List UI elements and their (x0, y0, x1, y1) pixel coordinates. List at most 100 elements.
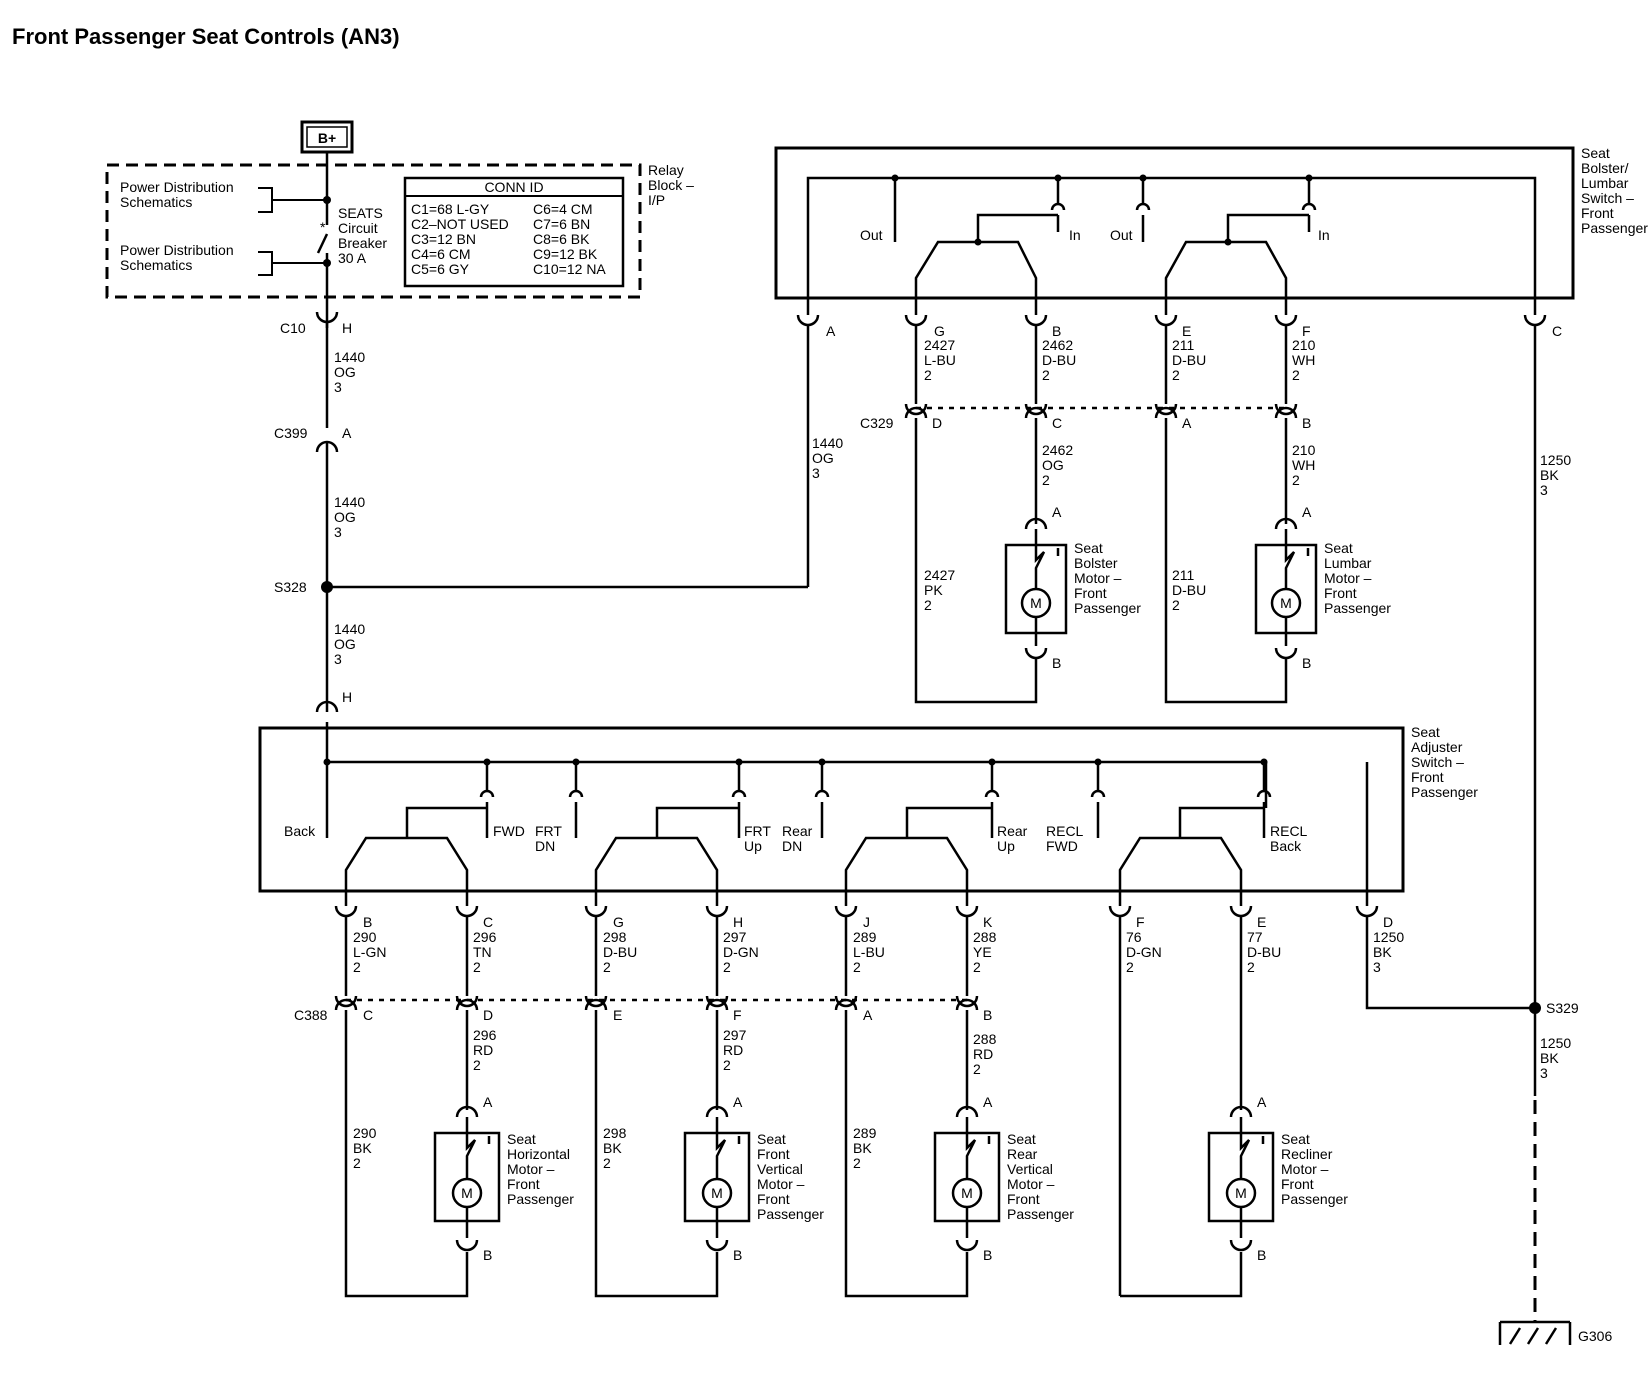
motor-label: Passenger (1074, 600, 1141, 616)
wire-label: 2 (924, 367, 932, 383)
wire-label: 2 (603, 959, 611, 975)
pin-label: B (483, 1247, 492, 1263)
motor-m-label: M (461, 1185, 473, 1201)
motor-label: Seat (1324, 540, 1353, 556)
wire-label: RD (723, 1042, 743, 1058)
motor-label: Rear (1007, 1146, 1038, 1162)
pin-label: B (363, 914, 372, 930)
wire-label: 290 (353, 929, 377, 945)
wire-label: 211 (1172, 567, 1195, 583)
c388-label: C388 (294, 1007, 328, 1023)
conn-id-table: CONN ID C1=68 L-GY C2–NOT USED C3=12 BN … (403, 176, 625, 288)
adjuster-h-pin: H (342, 689, 352, 705)
motor-label: Passenger (1281, 1191, 1348, 1207)
bolster-switch-label: Passenger (1581, 220, 1648, 236)
pin-label: E (1257, 914, 1266, 930)
wire-label: WH (1292, 352, 1315, 368)
wire-label: D-GN (723, 944, 759, 960)
wire-label: 2 (1042, 472, 1050, 488)
pin-label: D (483, 1007, 493, 1023)
wire-label: D-BU (603, 944, 637, 960)
pds2-line-2: Schematics (120, 257, 192, 273)
wire-label: 296 (473, 929, 497, 945)
breaker-line-1: SEATS (338, 205, 383, 221)
switch-rear-up-label: Rear (997, 823, 1028, 839)
relay-block-label-2: Block – (648, 177, 694, 193)
wire-label: PK (924, 582, 943, 598)
adjuster-switch-label: Switch – (1411, 754, 1464, 770)
conn-id-header: CONN ID (484, 179, 543, 195)
motor-label: Motor – (1074, 570, 1122, 586)
motor-m-label: M (961, 1185, 973, 1201)
wire-label: 1250 (1540, 452, 1571, 468)
seat-adjuster-switch-box (258, 726, 1405, 893)
bolster-switch-label: Bolster/ (1581, 160, 1629, 176)
motor-label: Front (507, 1176, 540, 1192)
motor-m-label: M (711, 1185, 723, 1201)
wire-label: 3 (334, 524, 342, 540)
motor-label: Passenger (757, 1206, 824, 1222)
wire-label: 210 (1292, 442, 1316, 458)
conn-id-c1: C1=68 L-GY (411, 201, 490, 217)
wire-label: 2 (473, 959, 481, 975)
adjuster-wire-labels: 290 L-GN 2 296 TN 2 298 D-BU 2 297 D-GN … (344, 916, 1404, 996)
motor-label: Seat (1281, 1131, 1310, 1147)
wire-label: 2 (1172, 367, 1180, 383)
pin-label: B (983, 1247, 992, 1263)
switch-fwd-label: FWD (493, 823, 525, 839)
wire-label: BK (353, 1140, 372, 1156)
switch-frt-dn-label: DN (535, 838, 555, 854)
bplus-label: B+ (318, 130, 336, 146)
s328-label: S328 (274, 579, 307, 595)
wire-label: 2 (1247, 959, 1255, 975)
seat-rear-vertical-motor: A M B Seat Rear Vertical Motor – Front P… (933, 1094, 1074, 1263)
wire-label: 288 (973, 1031, 997, 1047)
pin-label: B (1302, 655, 1311, 671)
seat-bolster-motor: A M B Seat Bolster Motor – Front Passeng… (1004, 504, 1141, 671)
wire-label: 1440 (334, 621, 365, 637)
bolster-switch-label: Front (1581, 205, 1614, 221)
pin-label: A (983, 1094, 993, 1110)
wire-label: 2 (353, 1155, 361, 1171)
breaker-line-2: Circuit (338, 220, 378, 236)
switch-recl-fwd-label: RECL (1046, 823, 1084, 839)
motor-label: Motor – (1324, 570, 1372, 586)
diagram-title: Front Passenger Seat Controls (AN3) (12, 24, 400, 49)
motor-label: Bolster (1074, 555, 1118, 571)
motor-label: Seat (507, 1131, 536, 1147)
motor-label: Seat (1074, 540, 1103, 556)
motor-m-label: M (1280, 595, 1292, 611)
wire-label: D-BU (1172, 352, 1206, 368)
wire-label: BK (1373, 944, 1392, 960)
wire-label: 289 (853, 929, 877, 945)
wire-label: BK (1540, 467, 1559, 483)
wire-label: 297 (723, 929, 747, 945)
wire-label: 296 (473, 1027, 497, 1043)
seat-front-vertical-motor: A M B Seat Front Vertical Motor – Front … (683, 1094, 824, 1263)
c399-pin: A (342, 425, 352, 441)
g306-label: G306 (1578, 1328, 1612, 1344)
wire-label: 77 (1247, 929, 1263, 945)
wire-label: OG (812, 450, 834, 466)
wire-label: 1440 (334, 349, 365, 365)
conn-id-c8: C8=6 BK (533, 231, 590, 247)
pds1-line-2: Schematics (120, 194, 192, 210)
wire-label: RD (973, 1046, 993, 1062)
wire-label: D-BU (1042, 352, 1076, 368)
wire-label: 211 (1172, 337, 1195, 353)
conn-id-c10: C10=12 NA (533, 261, 606, 277)
wire-label: 3 (334, 651, 342, 667)
wire-label: 3 (1540, 482, 1548, 498)
switch-out2-label: Out (1110, 227, 1133, 243)
motor-label: Lumbar (1324, 555, 1372, 571)
pin-label: A (1052, 504, 1062, 520)
wire-label: 2427 (924, 567, 955, 583)
wire-label: OG (1042, 457, 1064, 473)
pin-label: G (613, 914, 624, 930)
pin-label: A (863, 1007, 873, 1023)
motor-label: Vertical (757, 1161, 803, 1177)
wire-label: 2 (1042, 367, 1050, 383)
wire-label: YE (973, 944, 992, 960)
pin-label: A (1302, 504, 1312, 520)
wire-label: 2 (1126, 959, 1134, 975)
